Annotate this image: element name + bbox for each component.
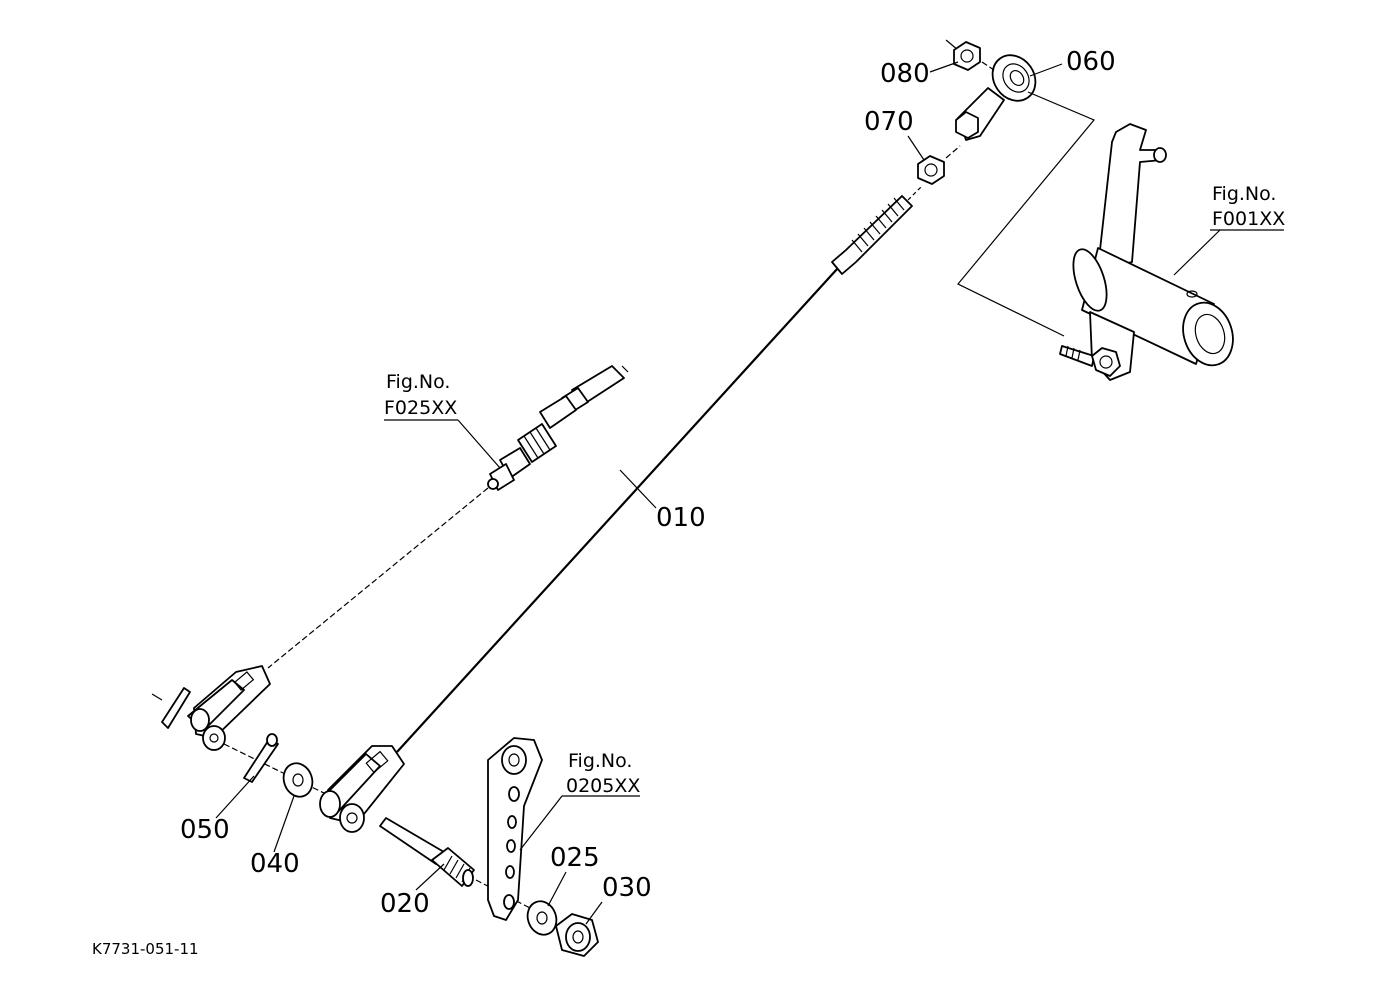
label-030: 030 bbox=[602, 873, 652, 903]
plate-0205 bbox=[487, 737, 543, 921]
washer-040 bbox=[282, 762, 314, 798]
fig-ref-f001: F001XX bbox=[1212, 208, 1285, 230]
fig-ref-0205: 0205XX bbox=[566, 775, 640, 797]
fig-ref-label-0205: Fig.No. bbox=[568, 750, 632, 772]
cotter-pin-050 bbox=[243, 733, 279, 783]
fig-ref-label-f001: Fig.No. bbox=[1212, 183, 1276, 205]
label-020: 020 bbox=[380, 889, 430, 919]
rod-010-thread bbox=[831, 195, 913, 275]
label-010: 010 bbox=[656, 503, 706, 533]
label-070: 070 bbox=[864, 107, 914, 137]
label-025: 025 bbox=[550, 843, 600, 873]
label-040: 040 bbox=[250, 849, 300, 879]
fig-ref-label-f025: Fig.No. bbox=[386, 371, 450, 393]
fig-ref-f025: F025XX bbox=[384, 397, 457, 419]
leader-lines bbox=[215, 61, 1284, 925]
washer-025 bbox=[526, 900, 558, 936]
reference-connector-f001 bbox=[957, 91, 1095, 337]
shaft-assembly-f001 bbox=[1059, 123, 1234, 381]
cable-assembly-f025 bbox=[267, 365, 629, 669]
clevis-upper bbox=[187, 665, 271, 751]
pin-020 bbox=[379, 817, 475, 887]
rod-010 bbox=[396, 185, 923, 753]
drawing-code: K7731-051-11 bbox=[92, 940, 199, 958]
cotter-pin-upper bbox=[151, 687, 191, 729]
nut-030 bbox=[555, 913, 599, 957]
nut-080 bbox=[945, 39, 981, 71]
label-060: 060 bbox=[1066, 47, 1116, 77]
label-050: 050 bbox=[180, 815, 230, 845]
nut-070 bbox=[917, 155, 945, 185]
label-080: 080 bbox=[880, 59, 930, 89]
clevis-lower bbox=[319, 745, 405, 833]
rod-end-060 bbox=[955, 54, 1037, 141]
